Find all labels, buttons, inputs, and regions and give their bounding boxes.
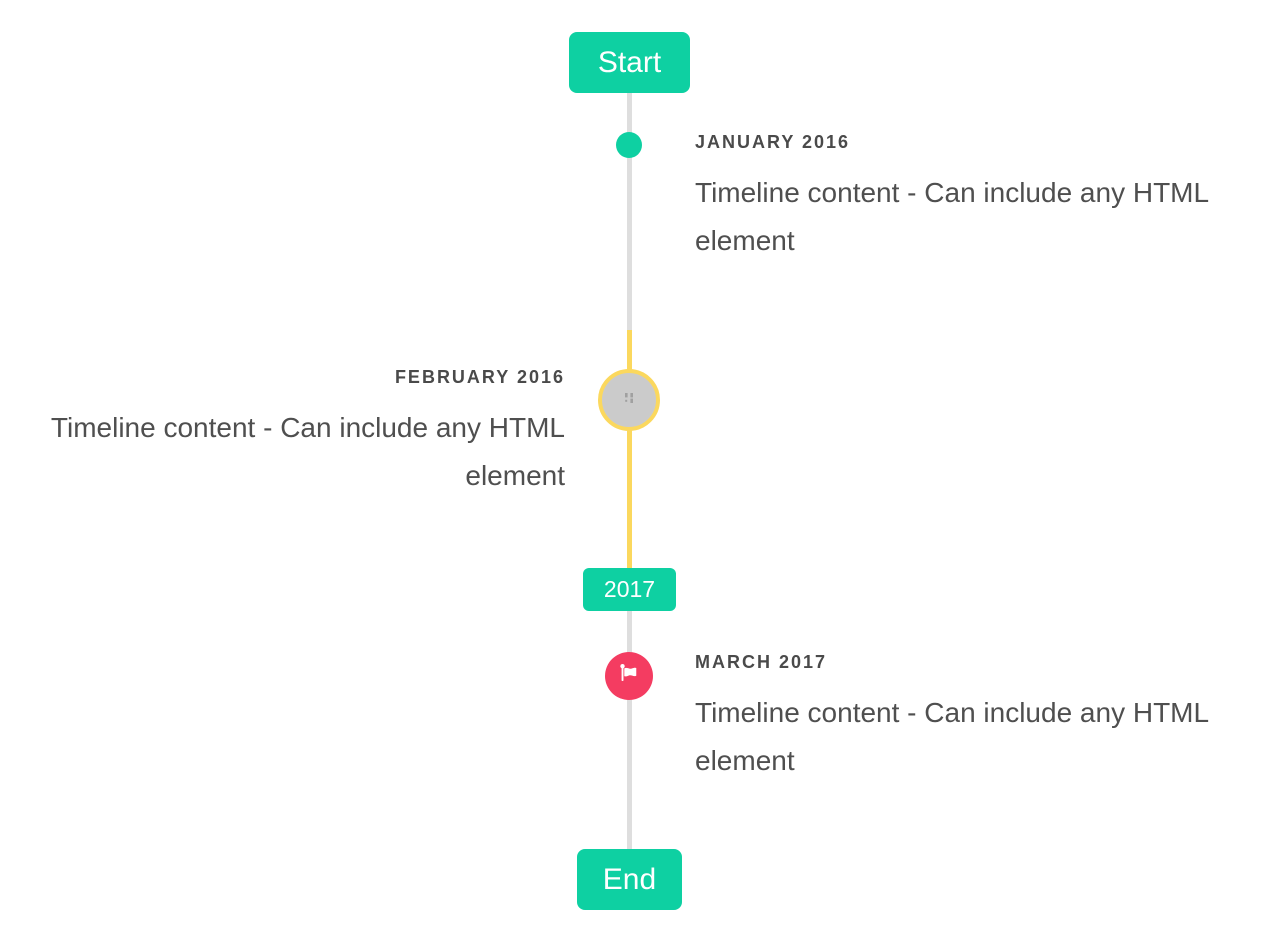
timeline-dot-marker xyxy=(616,132,642,158)
timeline-item: FEBRUARY 2016 Timeline content - Can inc… xyxy=(20,366,565,500)
timeline-year-label: 2017 xyxy=(603,576,656,602)
flag-icon xyxy=(617,661,642,691)
timeline-item-title: MARCH 2017 xyxy=(695,652,828,672)
timeline-item-content: Timeline content - Can include any HTML … xyxy=(50,412,565,491)
timeline-item: MARCH 2017 Timeline content - Can includ… xyxy=(695,651,1240,785)
timeline-line-highlight xyxy=(627,330,632,568)
timeline-item-title: JANUARY 2016 xyxy=(695,132,851,152)
timeline-start-label: Start xyxy=(597,45,662,79)
timeline-item: JANUARY 2016 Timeline content - Can incl… xyxy=(695,131,1240,265)
timeline-item-title: FEBRUARY 2016 xyxy=(394,367,565,387)
timeline-year-badge[interactable]: 2017 xyxy=(583,568,676,611)
timeline-start-badge[interactable]: Start xyxy=(569,32,690,93)
broken-image-icon xyxy=(621,390,637,411)
timeline-end-badge[interactable]: End xyxy=(577,849,682,910)
timeline-image-marker xyxy=(598,369,660,431)
timeline-item-content: Timeline content - Can include any HTML … xyxy=(695,177,1209,256)
timeline-flag-marker xyxy=(605,652,653,700)
timeline-end-label: End xyxy=(602,862,657,896)
timeline-item-content: Timeline content - Can include any HTML … xyxy=(695,697,1209,776)
